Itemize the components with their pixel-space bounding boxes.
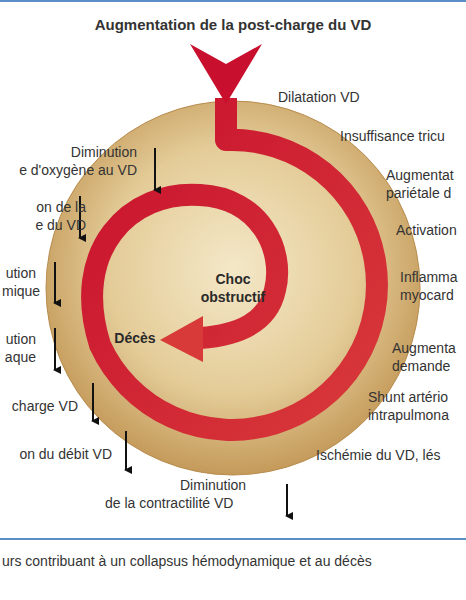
factor-label: Augmenta (392, 339, 456, 357)
factor-label: aque (5, 348, 36, 366)
factor-label: Insuffisance tricu (340, 127, 445, 145)
top-rule (0, 0, 466, 2)
factor-label: Augmentat (386, 166, 454, 184)
factor-label: e d'oxygène au VD (19, 161, 137, 179)
factor-label: Activation (396, 221, 457, 239)
factor-label: e du VD (35, 216, 86, 234)
spiral-head (160, 316, 203, 362)
factor-label: myocard (400, 286, 454, 304)
factor-label: on de la (36, 198, 86, 216)
title: Augmentation de la post-charge du VD (95, 16, 372, 34)
factor-label: Diminution (180, 476, 246, 494)
factor-label: mique (2, 282, 40, 300)
factor-label: de la contractilité VD (105, 494, 233, 512)
factor-label: Ischémie du VD, lés (316, 446, 441, 464)
entry-chevron (190, 44, 262, 104)
center-label: Choc obstructif (196, 270, 270, 306)
factor-label: charge VD (12, 397, 78, 415)
caption: urs contribuant à un collapsus hémodynam… (2, 552, 372, 570)
factor-label: Dilatation VD (278, 88, 360, 106)
factor-label: on du débit VD (19, 445, 112, 463)
factor-label: Inflamma (400, 268, 458, 286)
death-label: Décès (114, 329, 155, 347)
factor-label: pariétale d (386, 184, 451, 202)
factor-label: demande (392, 357, 450, 375)
bottom-rule (0, 538, 466, 540)
factor-label: ution (6, 330, 36, 348)
factor-label: intrapulmona (368, 406, 449, 424)
factor-label: ution (6, 264, 36, 282)
factor-label: Shunt artério (368, 388, 448, 406)
factor-label: Diminution (71, 143, 137, 161)
